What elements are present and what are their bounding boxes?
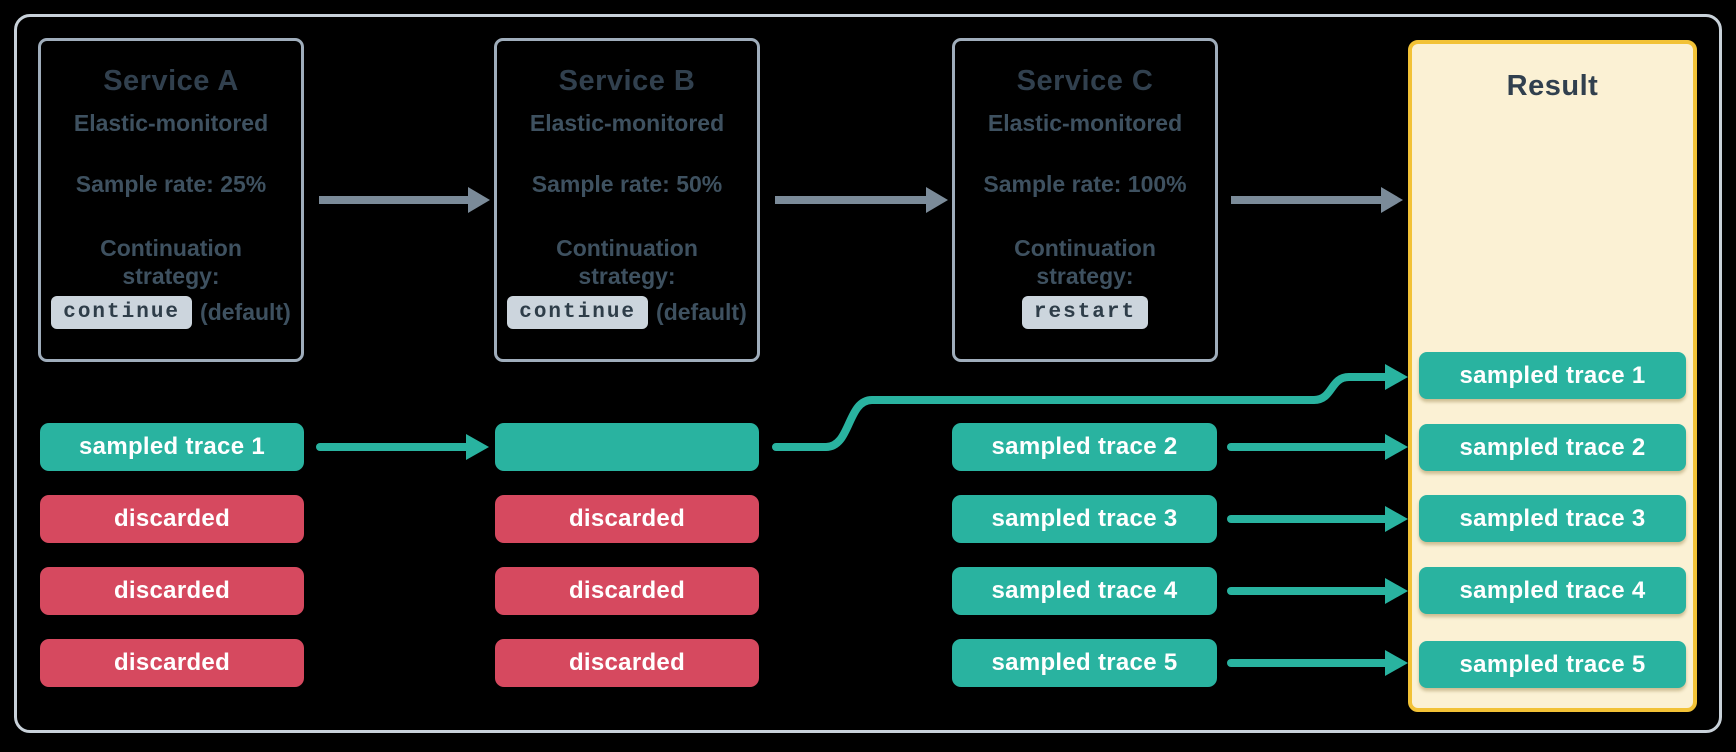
diagram-frame [14,14,1722,733]
service-b-strategy-value: continue [507,296,649,329]
service-c-trace-chip-2: sampled trace 3 [952,495,1217,543]
service-a-title: Service A [103,65,239,97]
service-a-strategy-label: Continuation strategy: [100,235,242,289]
service-a-strategy-suffix: (default) [200,299,291,325]
service-c-trace-chip-1: sampled trace 2 [952,423,1217,471]
service-a-trace-chip-3: discarded [40,567,304,615]
result-trace-chip-2: sampled trace 2 [1419,424,1686,471]
service-c-strategy-value: restart [1021,296,1149,329]
service-c-sample-rate: Sample rate: 100% [983,171,1187,197]
service-b-sample-rate: Sample rate: 50% [531,171,723,197]
result-trace-chip-5: sampled trace 5 [1419,641,1686,688]
service-b-trace-chip-3: discarded [495,567,759,615]
service-c-box: Service C Elastic-monitored Sample rate:… [952,38,1218,362]
service-b-title: Service B [558,65,696,97]
service-a-monitoring: Elastic-monitored [73,110,269,136]
result-trace-chip-1: sampled trace 1 [1419,352,1686,399]
service-a-trace-chip-1: sampled trace 1 [40,423,304,471]
service-b-strategy-label: Continuation strategy: [556,235,698,289]
service-c-trace-chip-4: sampled trace 5 [952,639,1217,687]
service-c-trace-chip-3: sampled trace 4 [952,567,1217,615]
service-c-monitoring: Elastic-monitored [987,110,1183,136]
service-b-box: Service B Elastic-monitored Sample rate:… [494,38,760,362]
service-b-strategy-row: continue (default) [507,296,747,329]
service-c-strategy-row: restart [1021,296,1149,329]
result-title: Result [1506,70,1599,102]
service-b-trace-chip-1 [495,423,759,471]
service-a-trace-chip-2: discarded [40,495,304,543]
service-a-box: Service A Elastic-monitored Sample rate:… [38,38,304,362]
result-trace-chip-4: sampled trace 4 [1419,567,1686,614]
service-a-trace-chip-4: discarded [40,639,304,687]
service-c-strategy-label: Continuation strategy: [1014,235,1156,289]
service-a-strategy-row: continue (default) [51,296,291,329]
service-a-strategy-value: continue [51,296,193,329]
service-c-title: Service C [1016,65,1154,97]
service-a-sample-rate: Sample rate: 25% [75,171,267,197]
service-b-monitoring: Elastic-monitored [529,110,725,136]
service-b-strategy-suffix: (default) [656,299,747,325]
service-b-trace-chip-4: discarded [495,639,759,687]
result-trace-chip-3: sampled trace 3 [1419,495,1686,542]
service-b-trace-chip-2: discarded [495,495,759,543]
